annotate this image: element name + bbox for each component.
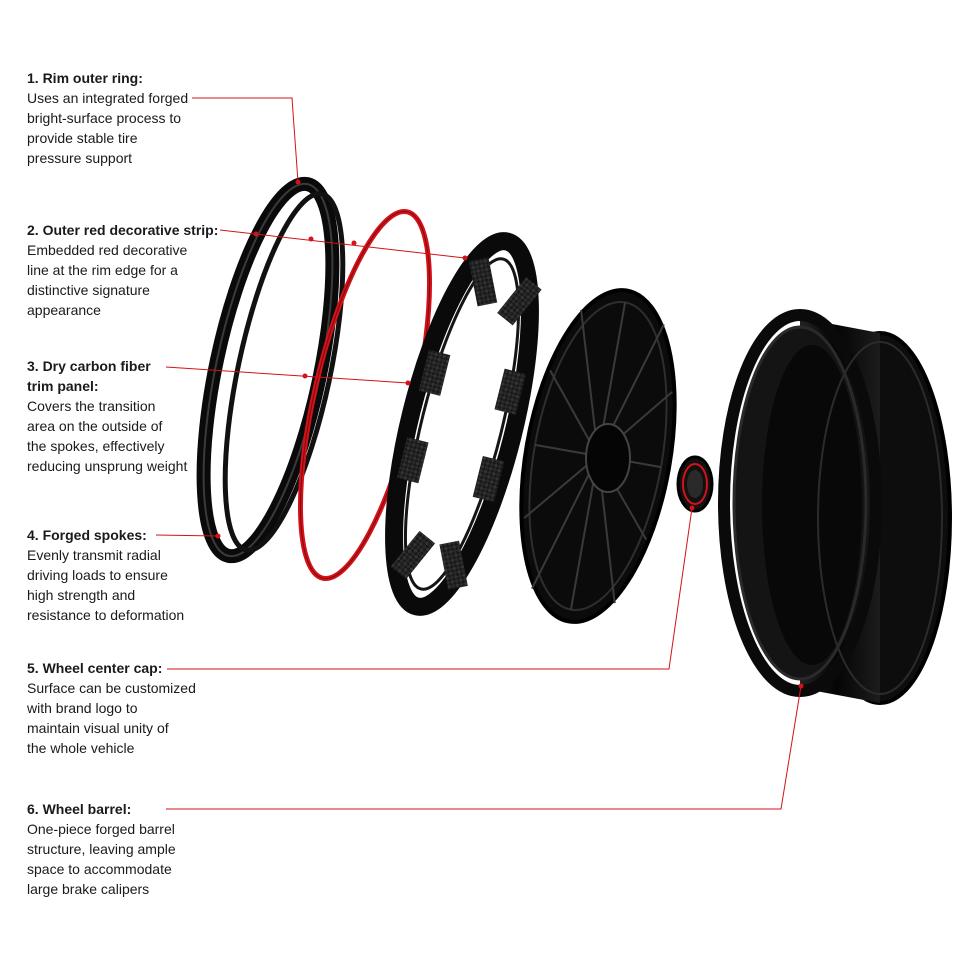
callout-line: Covers the transition bbox=[27, 398, 156, 414]
callout-line: large brake calipers bbox=[27, 881, 150, 897]
callout-line: with brand logo to bbox=[27, 700, 138, 716]
callout-title: 3. Dry carbon fiber bbox=[27, 358, 151, 374]
leader-line-1 bbox=[192, 97, 299, 183]
callout-title: 2. Outer red decorative strip: bbox=[27, 222, 219, 238]
callout-line: maintain visual unity of bbox=[27, 720, 169, 736]
callout-red-decorative-strip: 2. Outer red decorative strip: Embedded … bbox=[27, 220, 227, 320]
callout-line: bright-surface process to bbox=[27, 110, 182, 126]
callout-title: 6. Wheel barrel: bbox=[27, 801, 132, 817]
callout-line: Embedded red decorative bbox=[27, 242, 188, 258]
callout-line: distinctive signature bbox=[27, 282, 150, 298]
leader-line-2 bbox=[219, 229, 466, 259]
callout-line: Evenly transmit radial bbox=[27, 547, 161, 563]
callout-line: driving loads to ensure bbox=[27, 567, 168, 583]
callout-line: the spokes, effectively bbox=[27, 438, 165, 454]
callout-title: 5. Wheel center cap: bbox=[27, 660, 163, 676]
callout-line: pressure support bbox=[27, 150, 133, 166]
callout-title: 4. Forged spokes: bbox=[27, 527, 147, 543]
carbon-trim-panel-part bbox=[385, 232, 542, 616]
callout-line: Surface can be customized bbox=[27, 680, 196, 696]
callout-line: reducing unsprung weight bbox=[27, 458, 188, 474]
callout-line: space to accommodate bbox=[27, 861, 172, 877]
center-cap-part bbox=[676, 455, 714, 513]
wheel-barrel-part bbox=[718, 309, 952, 705]
callout-line: resistance to deformation bbox=[27, 607, 185, 623]
callout-line: One-piece forged barrel bbox=[27, 821, 175, 837]
callout-rim-outer-ring: 1. Rim outer ring: Uses an integrated fo… bbox=[27, 68, 227, 168]
leader-line-6 bbox=[166, 685, 802, 810]
callout-line: area on the outside of bbox=[27, 418, 163, 434]
callout-line: appearance bbox=[27, 302, 101, 318]
leader-line-3 bbox=[165, 366, 409, 384]
leader-line-5 bbox=[167, 507, 693, 670]
callout-line: the whole vehicle bbox=[27, 740, 135, 756]
callout-title-cont: trim panel: bbox=[27, 378, 99, 394]
callout-wheel-barrel: 6. Wheel barrel: One-piece forged barrel… bbox=[27, 799, 227, 899]
leader-lines bbox=[155, 97, 804, 810]
leader-line-4 bbox=[155, 534, 219, 537]
callout-center-cap: 5. Wheel center cap: Surface can be cust… bbox=[27, 658, 227, 758]
callout-line: Uses an integrated forged bbox=[27, 90, 189, 106]
callout-title: 1. Rim outer ring: bbox=[27, 70, 143, 86]
callout-line: structure, leaving ample bbox=[27, 841, 176, 857]
callout-carbon-trim-panel: 3. Dry carbon fiber trim panel: Covers t… bbox=[27, 356, 227, 476]
forged-spokes-part bbox=[519, 288, 677, 624]
leader-dot-1 bbox=[295, 179, 301, 185]
callout-line: line at the rim edge for a bbox=[27, 262, 178, 278]
callout-forged-spokes: 4. Forged spokes: Evenly transmit radial… bbox=[27, 525, 227, 625]
callout-line: high strength and bbox=[27, 587, 136, 603]
callout-line: provide stable tire bbox=[27, 130, 138, 146]
